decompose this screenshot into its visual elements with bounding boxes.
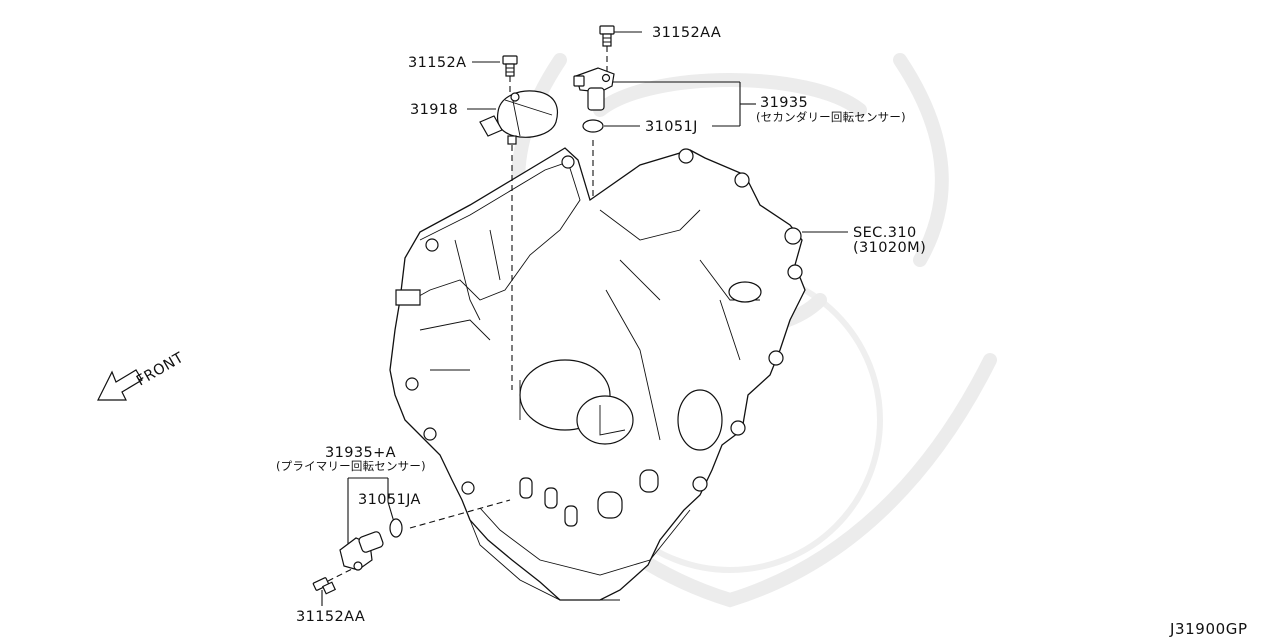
- bolt-secondary-sensor: [599, 25, 615, 47]
- callout-secondary-sensor: 31935: [760, 95, 808, 111]
- callout-section-ref: SEC.310: [853, 225, 917, 241]
- primary-speed-sensor: [339, 531, 384, 571]
- front-label: FRONT: [134, 350, 187, 390]
- transmission-housing: [389, 147, 806, 601]
- diagram-code: J31900GP: [1169, 620, 1248, 638]
- callout-bolt-top-left: 31152A: [408, 55, 466, 71]
- callout-oring-top: 31051J: [645, 119, 698, 135]
- callout-secondary-sensor-desc: (セカンダリー回転センサー): [756, 110, 906, 124]
- bolt-cover: [502, 55, 518, 77]
- sensor-cover: [479, 90, 559, 145]
- o-ring-primary: [389, 518, 403, 538]
- front-direction-arrow: FRONT: [97, 350, 187, 401]
- callout-primary-sensor-desc: (プライマリー回転センサー): [276, 459, 426, 473]
- secondary-speed-sensor: [573, 67, 615, 111]
- bolt-primary-sensor: [312, 577, 337, 595]
- callout-cover: 31918: [410, 102, 458, 118]
- callout-primary-sensor: 31935+A: [325, 445, 396, 461]
- callout-oring-bottom: 31051JA: [358, 492, 421, 508]
- callout-section-ref-part: (31020M): [853, 240, 926, 256]
- callout-bolt-bottom: 31152AA: [296, 609, 365, 625]
- callout-bolt-top-right: 31152AA: [652, 25, 721, 41]
- leader-lines: [321, 31, 848, 606]
- o-ring-secondary: [582, 119, 604, 133]
